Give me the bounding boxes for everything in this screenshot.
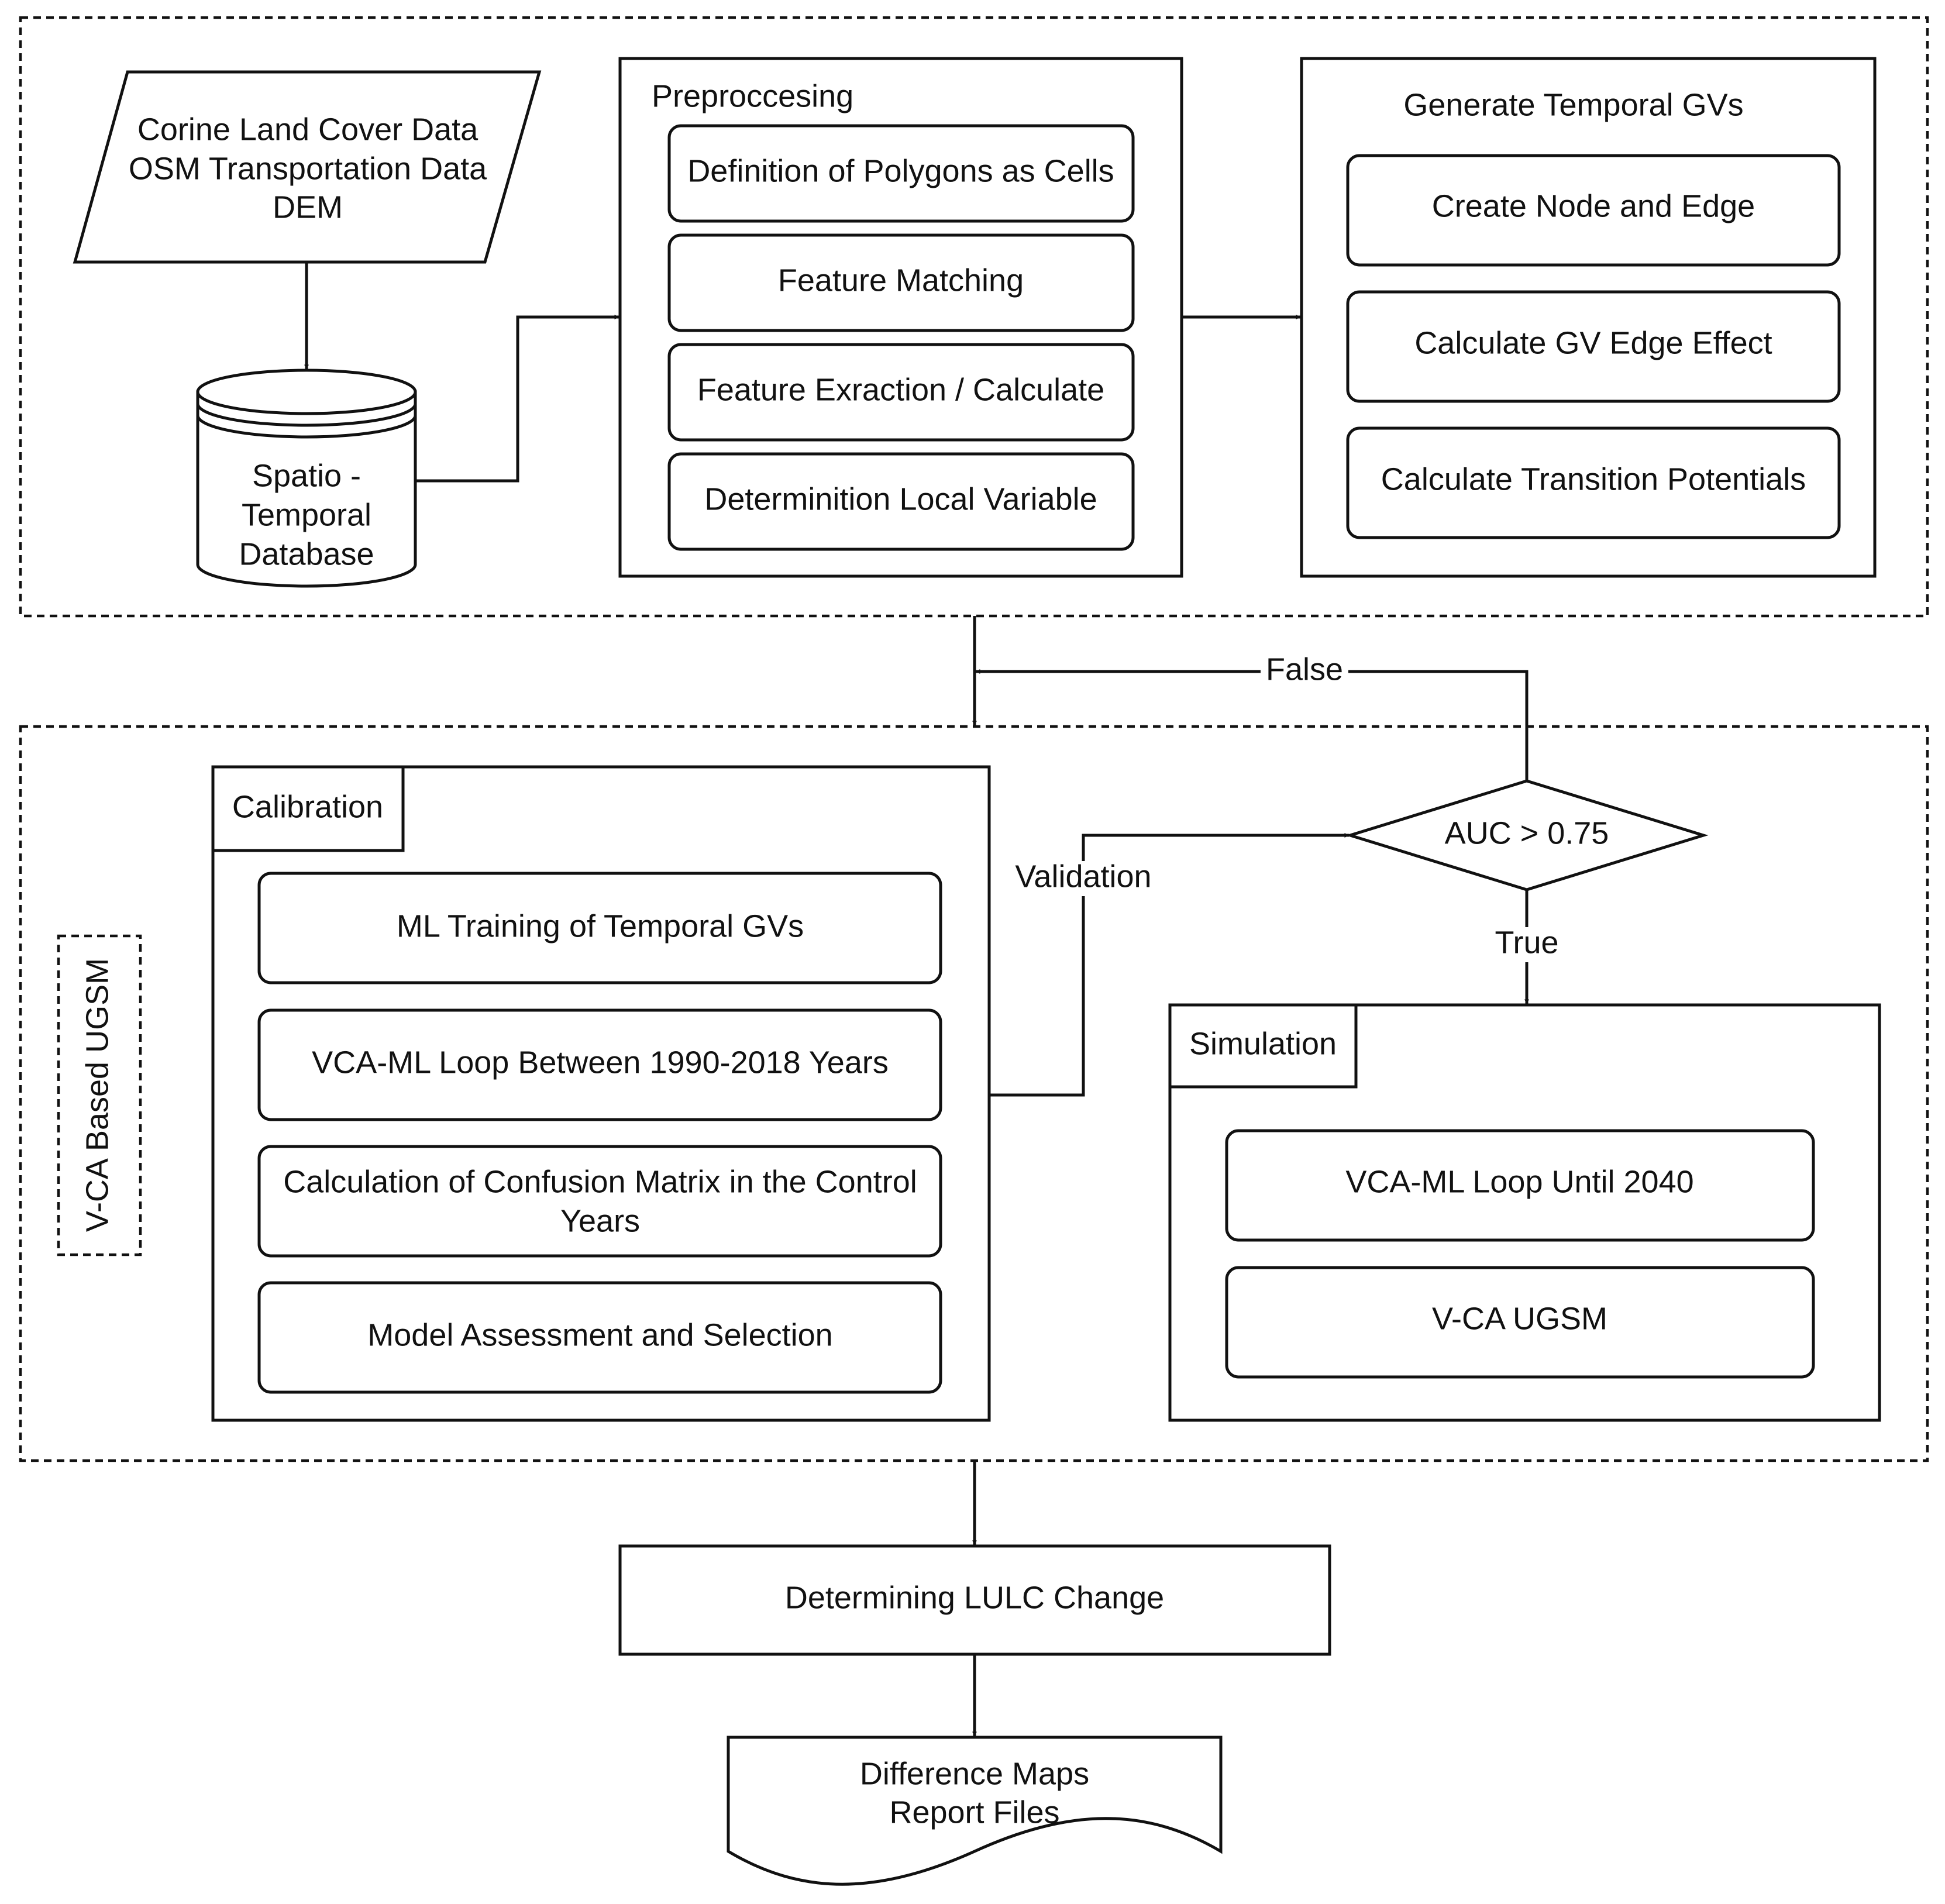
simulation-title: Simulation [1189, 1026, 1337, 1061]
svg-text:Definition of Polygons as Cell: Definition of Polygons as Cells [687, 153, 1114, 188]
svg-text:VCA-ML Loop Until 2040: VCA-ML Loop Until 2040 [1345, 1164, 1693, 1199]
input-data-line: DEM [273, 190, 343, 225]
svg-text:True: True [1495, 925, 1558, 960]
calibration-step: VCA-ML Loop Between 1990-2018 Years [257, 1008, 942, 1121]
database-to-preprocessing-arrow [415, 315, 619, 483]
calibration-step: Calculation of Confusion Matrix in the C… [257, 1145, 942, 1258]
generate-gvs-step: Calculate GV Edge Effect [1346, 290, 1841, 403]
calibration-panel: Calibration ML Training of Temporal GVs … [211, 765, 991, 1422]
output-line: Report Files [889, 1795, 1059, 1830]
simulation-panel: Simulation VCA-ML Loop Until 2040 V-CA U… [1168, 1003, 1881, 1422]
auc-decision-node: AUC > 0.75 [1345, 779, 1709, 891]
calibration-step: Model Assessment and Selection [257, 1281, 942, 1394]
svg-text:Calculate GV Edge Effect: Calculate GV Edge Effect [1414, 325, 1772, 360]
simulation-step: VCA-ML Loop Until 2040 [1225, 1129, 1815, 1242]
output-line: Difference Maps [860, 1756, 1089, 1791]
calibration-step: ML Training of Temporal GVs [257, 872, 942, 984]
validation-edge-label: Validation [1015, 859, 1152, 896]
svg-text:Model Assessment and Selection: Model Assessment and Selection [367, 1317, 832, 1352]
database-cylinder: Spatio - Temporal Database [196, 369, 417, 588]
svg-text:Create Node and Edge: Create Node and Edge [1432, 188, 1755, 223]
calibration-title: Calibration [232, 789, 383, 824]
preprocessing-step: Definition of Polygons as Cells [667, 124, 1135, 223]
database-line: Database [239, 536, 374, 571]
svg-text:V-CA UGSM: V-CA UGSM [1432, 1301, 1607, 1336]
data-preparation-group [19, 16, 1929, 618]
svg-text:False: False [1266, 652, 1343, 687]
validation-arrow [989, 833, 1350, 1097]
input-data-line: OSM Transportation Data [129, 151, 487, 186]
preprocessing-step: Feature Exraction / Calculate [667, 343, 1135, 442]
svg-text:Determinition Local Variable: Determinition Local Variable [704, 481, 1097, 517]
preprocessing-panel: Preproccesing Definition of Polygons as … [618, 57, 1183, 578]
svg-text:Years: Years [560, 1203, 640, 1238]
svg-text:Calculation of Confusion Matri: Calculation of Confusion Matrix in the C… [283, 1164, 917, 1199]
false-feedback-arrow [975, 669, 1529, 781]
input-data-line: Corine Land Cover Data [137, 112, 478, 147]
preprocessing-step: Feature Matching [667, 233, 1135, 332]
svg-text:Calculate Transition Potential: Calculate Transition Potentials [1381, 462, 1806, 497]
output-document-node: Difference Maps Report Files [727, 1736, 1223, 1886]
preprocessing-title: Preproccesing [652, 78, 853, 113]
svg-text:Validation: Validation [1015, 859, 1151, 894]
database-line: Temporal [242, 497, 371, 532]
preprocessing-step: Determinition Local Variable [667, 452, 1135, 551]
svg-text:Feature Exraction / Calculate: Feature Exraction / Calculate [697, 372, 1104, 407]
svg-text:Feature Matching: Feature Matching [778, 263, 1024, 298]
model-label: V-CA Based UGSM [80, 958, 115, 1232]
lulc-change-node: Determining LULC Change [618, 1544, 1331, 1656]
generate-gvs-step: Create Node and Edge [1346, 154, 1841, 267]
generate-gvs-step: Calculate Transition Potentials [1346, 426, 1841, 539]
false-edge-label: False [1261, 652, 1348, 689]
simulation-step: V-CA UGSM [1225, 1266, 1815, 1379]
lulc-change-label: Determining LULC Change [785, 1580, 1164, 1615]
model-label-box: V-CA Based UGSM [57, 934, 142, 1256]
svg-text:VCA-ML Loop Between 1990-2018: VCA-ML Loop Between 1990-2018 Years [312, 1045, 889, 1080]
true-edge-label: True [1489, 925, 1565, 962]
generate-gvs-title: Generate Temporal GVs [1403, 87, 1743, 122]
generate-gvs-panel: Generate Temporal GVs Create Node and Ed… [1300, 57, 1877, 578]
database-line: Spatio - [252, 458, 361, 493]
decision-label: AUC > 0.75 [1445, 815, 1609, 851]
svg-text:ML Training of Temporal GVs: ML Training of Temporal GVs [397, 908, 804, 944]
input-data-node: Corine Land Cover Data OSM Transportatio… [73, 70, 542, 264]
